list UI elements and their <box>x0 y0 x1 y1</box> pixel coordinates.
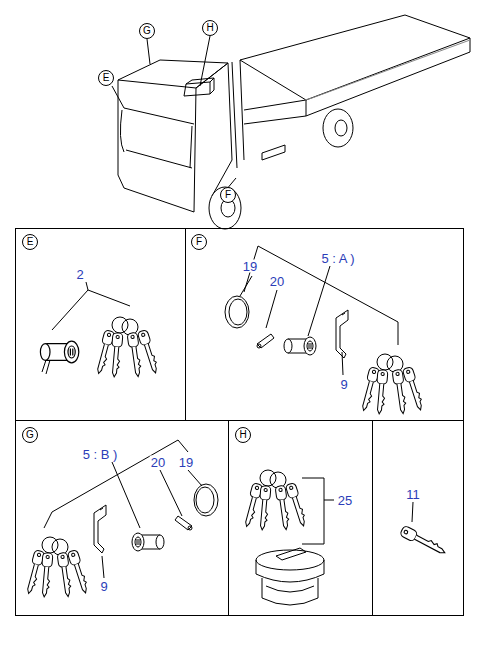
circled-letter: G <box>22 427 38 443</box>
callout-number: 19 <box>242 260 258 273</box>
panel-frames <box>15 228 464 616</box>
view-letter: G <box>143 26 151 36</box>
view-letter: E <box>27 237 34 247</box>
view-letter: F <box>225 190 231 200</box>
circled-letter: E <box>98 70 114 86</box>
panel-f-parts <box>225 246 425 414</box>
view-letter: G <box>26 430 34 440</box>
callout-number: 25 <box>337 494 353 507</box>
view-letter: H <box>206 23 213 33</box>
truck <box>112 15 470 229</box>
circled-letter: H <box>235 427 251 443</box>
panel-h-parts <box>242 470 334 605</box>
callout-number: 2 <box>75 268 84 281</box>
circled-letter: F <box>220 187 236 203</box>
circled-letter: H <box>202 20 218 36</box>
panel-e-parts <box>40 282 160 377</box>
panel-g-parts <box>24 440 218 597</box>
callout-number: 5 : A ) <box>320 252 355 265</box>
callout-number: 9 <box>339 378 348 391</box>
callout-number: 20 <box>150 456 166 469</box>
callout-number: 9 <box>99 580 108 593</box>
callout-number: 19 <box>178 456 194 469</box>
view-letter: H <box>239 430 246 440</box>
callout-number: 11 <box>405 488 421 501</box>
fuel-cap <box>256 548 324 605</box>
circled-letter: E <box>22 234 38 250</box>
callout-number: 5 : B ) <box>82 448 119 461</box>
circled-letter: F <box>191 234 207 250</box>
panel-key-part <box>399 502 447 558</box>
view-letter: E <box>103 73 110 83</box>
circled-letter: G <box>139 23 155 39</box>
callout-number: 20 <box>269 275 285 288</box>
view-letter: F <box>196 237 202 247</box>
